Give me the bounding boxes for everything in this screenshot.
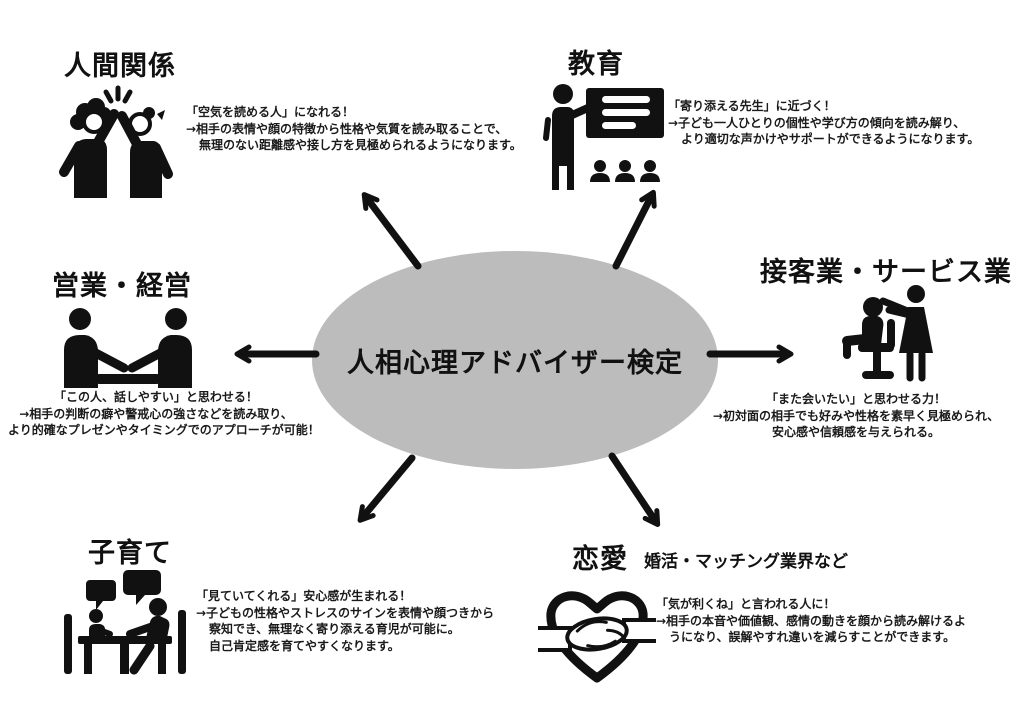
section-title-romance: 恋愛 (572, 544, 628, 575)
section-title-parenting: 子育て (88, 538, 172, 569)
section-title-sales-management: 営業・経営 (52, 271, 192, 302)
parent-child-talk-icon (64, 570, 186, 675)
hairdresser-client-icon (842, 285, 933, 382)
section-text-sales-management: 「この人、話しやすい」と思わせる！ →相手の判断の癖や警戒心の強さなどを読み取り… (8, 389, 320, 439)
section-title-service-industry: 接客業・サービス業 (760, 257, 1012, 288)
text-line: より適切な声かけやサポートができるようになります。 (681, 132, 980, 146)
heart-handshake-icon (538, 591, 656, 683)
business-meeting-handshake-icon (64, 308, 192, 388)
arrow-to-education (612, 189, 657, 270)
text-line: 「空気を読める人」になれる！ (186, 105, 355, 119)
text-line: →子ども一人ひとりの個性や学び方の傾向を読み解り、 (668, 115, 966, 130)
text-line: うになり、誤解やすれ違いを減らすことができます。 (669, 630, 956, 644)
teacher-blackboard-icon (543, 84, 664, 190)
text-line: →相手の判断の癖や警戒心の強さなどを読み取り、 (19, 406, 293, 421)
text-line: 「また会いたい」と思わせる力！ (765, 392, 946, 406)
text-line: →子どもの性格やストレスのサインを表情や顔つきから (196, 605, 495, 620)
text-line: 「気が利くね」と言われる人に！ (656, 597, 836, 611)
text-line: →相手の表情や顔の特徴から性格や気質を読み取ることで、 (186, 121, 508, 136)
center-topic-ellipse: 人相心理アドバイザー検定 (312, 251, 718, 469)
text-line: より的確なプレゼンやタイミングでのアプローチが可能！ (8, 423, 320, 437)
section-text-human-relations: 「空気を読める人」になれる！ →相手の表情や顔の特徴から性格や気質を読み取ること… (186, 104, 522, 154)
section-text-romance: 「気が利くね」と言われる人に！ →相手の本音や価値観、感情の動きを顔から読み解け… (656, 596, 966, 646)
section-title-human-relations: 人間関係 (64, 51, 176, 82)
arrow-to-human-relations (361, 192, 422, 270)
text-line: 無理のない距離感や接し方を見極められるようになります。 (199, 138, 522, 152)
text-line: →相手の本音や価値観、感情の動きを顔から読み解けるよ (656, 613, 967, 628)
section-text-parenting: 「見ていてくれる」安心感が生まれる！ →子どもの性格やストレスのサインを表情や顔… (196, 588, 494, 654)
text-line: 安心感や信頼感を与えられる。 (771, 425, 940, 439)
text-line: 自己肯定感を育てやすくなります。 (209, 638, 400, 653)
text-line: 「寄り添える先生」に近づく！ (668, 99, 836, 113)
section-text-service-industry: 「また会いたい」と思わせる力！ →初対面の相手でも好みや性格を素早く見極められ、… (698, 391, 1014, 441)
arrow-to-romance (608, 452, 661, 527)
arrow-to-parenting (357, 454, 416, 523)
text-line: →初対面の相手でも好みや性格を素早く見極められ、 (712, 408, 1000, 423)
center-topic-label: 人相心理アドバイザー検定 (347, 347, 683, 379)
section-subtitle-romance: 婚活・マッチング業界など (644, 552, 848, 572)
text-line: 「この人、話しやすい」と思わせる！ (54, 390, 258, 404)
text-line: 「見ていてくれる」安心感が生まれる！ (196, 589, 412, 603)
section-text-education: 「寄り添える先生」に近づく！ →子ども一人ひとりの個性や学び方の傾向を読み解り、… (668, 98, 979, 148)
high-five-people-icon (59, 85, 173, 198)
text-line: 察知でき、無理なく寄り添える育児が可能に。 (209, 622, 460, 636)
section-title-education: 教育 (568, 49, 624, 80)
